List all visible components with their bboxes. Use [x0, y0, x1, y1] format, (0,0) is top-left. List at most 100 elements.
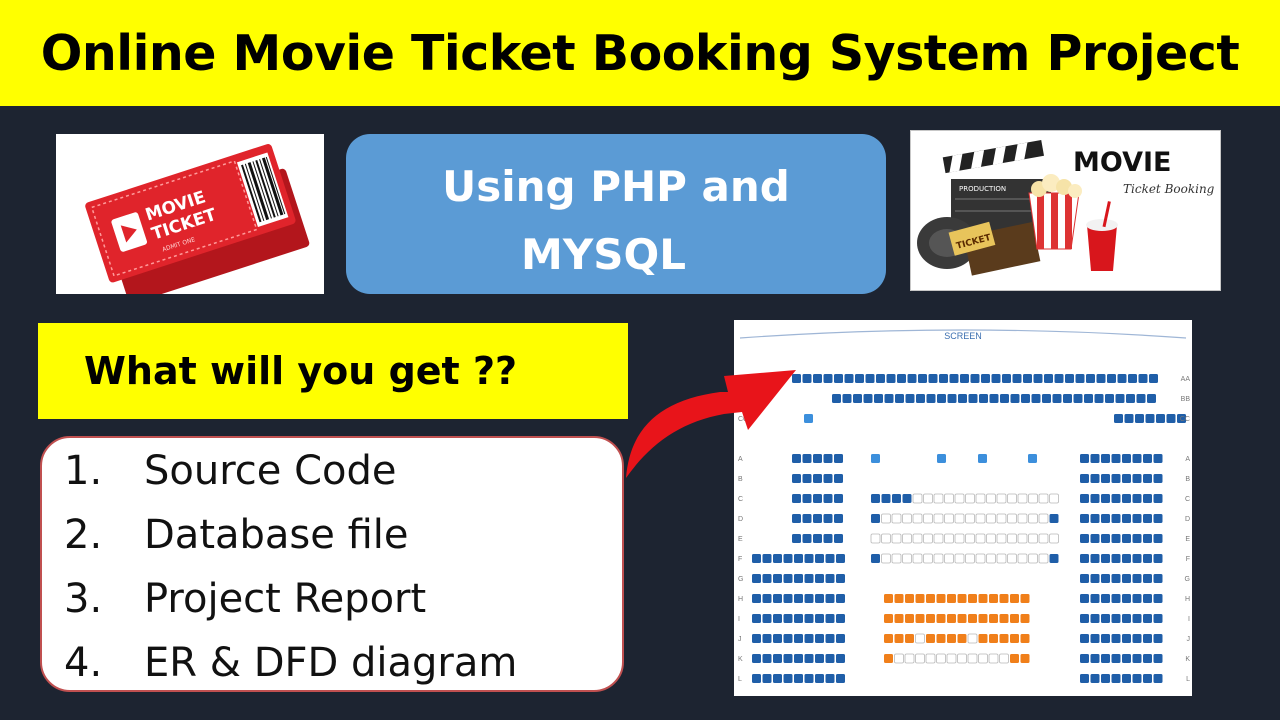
seat[interactable] — [915, 594, 925, 603]
seat[interactable] — [996, 513, 1007, 524]
seat[interactable] — [947, 394, 957, 403]
seat[interactable] — [1090, 654, 1100, 663]
seat[interactable] — [926, 634, 935, 643]
seat[interactable] — [1122, 614, 1131, 623]
seat[interactable] — [813, 454, 822, 463]
seat[interactable] — [989, 594, 998, 603]
seat[interactable] — [794, 614, 803, 623]
seat[interactable] — [823, 534, 833, 543]
seat[interactable] — [773, 574, 782, 583]
seat[interactable] — [957, 614, 967, 623]
seat[interactable] — [936, 653, 946, 664]
seat[interactable] — [825, 574, 835, 583]
seat[interactable] — [1033, 374, 1043, 383]
seat[interactable] — [1111, 674, 1121, 683]
seat[interactable] — [1111, 534, 1121, 543]
seat[interactable] — [1080, 454, 1089, 463]
seat[interactable] — [783, 554, 793, 563]
seat[interactable] — [1122, 474, 1131, 483]
seat[interactable] — [1122, 554, 1131, 563]
seat[interactable] — [1143, 534, 1152, 543]
seat[interactable] — [1028, 533, 1038, 544]
seat[interactable] — [1010, 594, 1019, 603]
seat[interactable] — [1136, 394, 1146, 403]
seat[interactable] — [804, 674, 814, 683]
seat[interactable] — [794, 634, 803, 643]
seat[interactable] — [836, 674, 845, 683]
seat[interactable] — [1143, 514, 1152, 523]
seat[interactable] — [1080, 514, 1089, 523]
seat[interactable] — [1049, 554, 1059, 563]
seat[interactable] — [752, 574, 761, 583]
seat[interactable] — [881, 533, 891, 544]
seat[interactable] — [1090, 634, 1100, 643]
seat[interactable] — [894, 594, 904, 603]
seat[interactable] — [783, 594, 793, 603]
seat[interactable] — [912, 513, 923, 524]
seat[interactable] — [957, 594, 967, 603]
seat[interactable] — [815, 634, 824, 643]
seat[interactable] — [996, 553, 1007, 564]
seat[interactable] — [871, 454, 880, 463]
seat[interactable] — [762, 654, 772, 663]
seat[interactable] — [836, 554, 845, 563]
seat[interactable] — [836, 614, 845, 623]
seat[interactable] — [1122, 634, 1131, 643]
seat[interactable] — [957, 653, 967, 664]
seat[interactable] — [978, 653, 988, 664]
seat[interactable] — [1132, 674, 1142, 683]
seat[interactable] — [926, 614, 935, 623]
seat[interactable] — [1143, 454, 1152, 463]
seat[interactable] — [1132, 594, 1142, 603]
seat[interactable] — [752, 614, 761, 623]
seat[interactable] — [792, 454, 801, 463]
seat[interactable] — [1124, 414, 1134, 423]
seat[interactable] — [1101, 514, 1110, 523]
seat[interactable] — [1038, 533, 1049, 544]
seat[interactable] — [894, 653, 904, 664]
seat[interactable] — [813, 474, 822, 483]
seat[interactable] — [783, 634, 793, 643]
seat[interactable] — [836, 574, 845, 583]
seat[interactable] — [1028, 454, 1037, 463]
seat[interactable] — [894, 634, 904, 643]
seat[interactable] — [1132, 454, 1142, 463]
seat[interactable] — [939, 374, 948, 383]
seat[interactable] — [1020, 614, 1030, 623]
seat[interactable] — [773, 634, 782, 643]
seat[interactable] — [853, 394, 862, 403]
seat[interactable] — [905, 594, 914, 603]
seat[interactable] — [1031, 394, 1041, 403]
seat[interactable] — [1080, 534, 1089, 543]
seat[interactable] — [1153, 594, 1163, 603]
seat[interactable] — [1052, 394, 1062, 403]
seat[interactable] — [902, 553, 912, 564]
seat[interactable] — [978, 614, 988, 623]
seat[interactable] — [925, 653, 936, 664]
seat[interactable] — [834, 474, 843, 483]
seat[interactable] — [813, 374, 822, 383]
seat[interactable] — [752, 594, 761, 603]
seat[interactable] — [999, 653, 1009, 664]
seat[interactable] — [949, 374, 959, 383]
seat[interactable] — [1132, 614, 1142, 623]
seat[interactable] — [886, 374, 896, 383]
seat[interactable] — [897, 374, 906, 383]
seat[interactable] — [937, 454, 946, 463]
seat[interactable] — [915, 614, 925, 623]
seat[interactable] — [1101, 614, 1110, 623]
seat[interactable] — [804, 654, 814, 663]
seat[interactable] — [1080, 594, 1089, 603]
seat[interactable] — [823, 374, 833, 383]
seat[interactable] — [1101, 634, 1110, 643]
seat[interactable] — [975, 513, 986, 524]
seat[interactable] — [1038, 553, 1049, 564]
seat[interactable] — [1111, 654, 1121, 663]
seat[interactable] — [894, 614, 904, 623]
seat[interactable] — [834, 534, 843, 543]
seat[interactable] — [1153, 494, 1163, 503]
seat[interactable] — [884, 634, 893, 643]
seat[interactable] — [933, 553, 944, 564]
seat[interactable] — [1122, 454, 1131, 463]
seat[interactable] — [1132, 554, 1142, 563]
